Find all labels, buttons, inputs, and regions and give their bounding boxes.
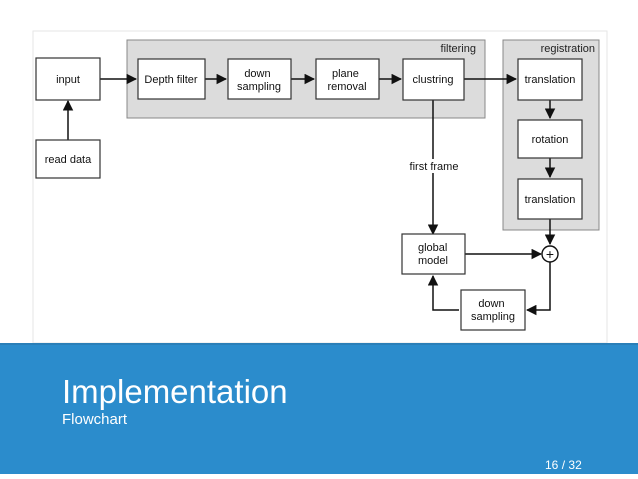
node-translation-2-line-1: translation (525, 194, 576, 206)
node-down-sampling-1-line-1: down (244, 68, 270, 80)
page-total: 32 (568, 458, 582, 472)
filtering-group-label: filtering (441, 43, 476, 55)
node-read-data: read data (35, 139, 101, 179)
footer-bar (0, 343, 638, 479)
page-number: 16 / 32 (545, 458, 582, 472)
first-frame-label: first frame (410, 161, 459, 173)
node-plane-removal: plane removal (315, 58, 380, 100)
edge-down-sampling-to-global-model (427, 274, 459, 311)
svg-text:down sampling: down sampling (471, 298, 515, 323)
node-down-sampling-2: down sampling (460, 289, 526, 331)
node-global-model-line-1: global (418, 242, 447, 254)
footer-top-line (0, 343, 638, 345)
node-rotation: rotation (517, 119, 583, 159)
svg-text:read data: read data (45, 154, 92, 166)
node-depth-filter: Depth filter (137, 58, 206, 100)
svg-text:rotation: rotation (532, 134, 569, 146)
node-global-model: global model (401, 233, 466, 275)
edge-sum-to-down-sampling (525, 262, 551, 316)
svg-text:plane removal: plane removal (327, 68, 366, 93)
page-current: 16 (545, 458, 559, 472)
node-global-model-line-2: model (418, 255, 448, 267)
first-frame-label-bg (405, 159, 463, 173)
svg-text:translation: translation (525, 74, 576, 86)
svg-text:clustring: clustring (413, 74, 454, 86)
node-rotation-line-1: rotation (532, 134, 569, 146)
sum-symbol: + (546, 246, 554, 262)
svg-text:Depth filter: Depth filter (144, 74, 198, 86)
node-clustring: clustring (402, 58, 465, 101)
node-input: input (35, 57, 101, 101)
svg-text:input: input (56, 74, 80, 86)
svg-text:global model: global model (418, 242, 450, 267)
svg-text:down sampling: down sampling (237, 68, 281, 93)
node-translation-2: translation (517, 178, 583, 220)
node-clustring-line-1: clustring (413, 74, 454, 86)
footer-bottom-line (0, 474, 638, 479)
node-down-sampling-2-line-2: sampling (471, 311, 515, 323)
node-depth-filter-line-1: Depth filter (144, 74, 198, 86)
node-plane-removal-line-1: plane (332, 68, 359, 80)
svg-text:translation: translation (525, 194, 576, 206)
sum-junction: + (541, 245, 559, 263)
node-read-data-line-1: read data (45, 154, 92, 166)
slide-title: Implementation (62, 373, 288, 410)
node-down-sampling-1: down sampling (227, 58, 292, 100)
node-translation-1: translation (517, 58, 583, 101)
registration-group-label: registration (541, 43, 595, 55)
slide-subtitle: Flowchart (62, 411, 128, 428)
node-down-sampling-2-line-1: down (478, 298, 504, 310)
node-translation-1-line-1: translation (525, 74, 576, 86)
page-separator: / (561, 458, 566, 472)
node-input-line-1: input (56, 74, 80, 86)
node-down-sampling-1-line-2: sampling (237, 81, 281, 93)
node-plane-removal-line-2: removal (327, 81, 366, 93)
